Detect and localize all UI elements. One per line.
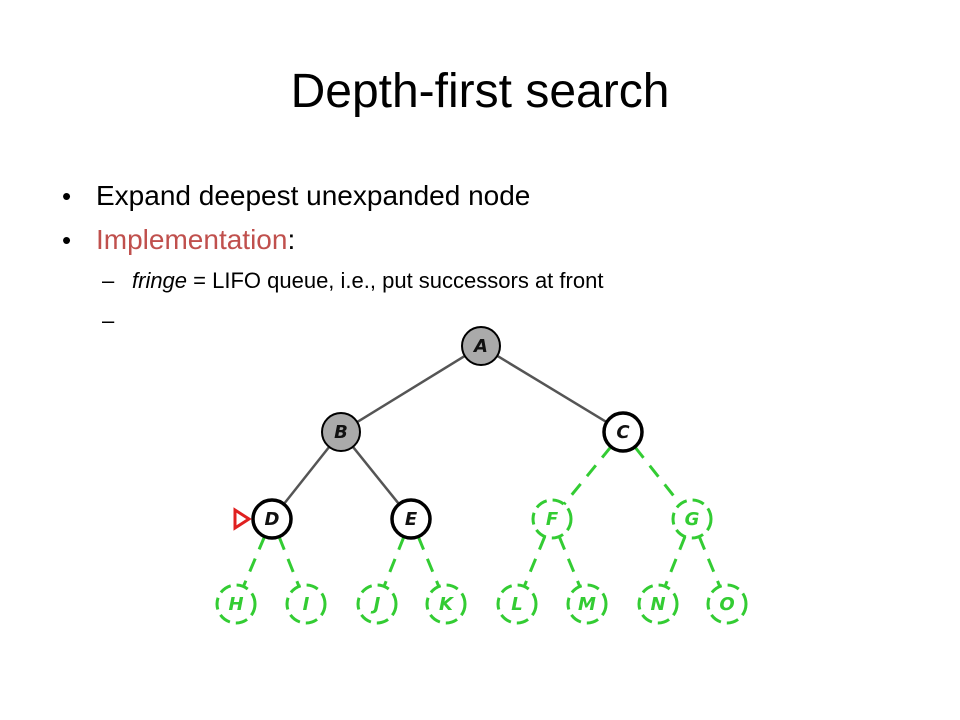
tree-edges bbox=[242, 354, 722, 588]
tree-nodes: A B C D E F G H I J K L M N O bbox=[215, 326, 748, 625]
tree-node-circle bbox=[566, 583, 608, 625]
tree-edge-d-i bbox=[277, 536, 301, 587]
bullet-text: Expand deepest unexpanded node bbox=[96, 180, 531, 211]
tree-node-circle bbox=[251, 498, 293, 540]
bullet-dot-icon: • bbox=[62, 181, 72, 211]
tree-node-label: N bbox=[650, 594, 665, 615]
tree-node-circle bbox=[637, 583, 679, 625]
tree-node-circle bbox=[285, 583, 327, 625]
tree-node-h: H bbox=[215, 583, 257, 625]
tree-node-label: E bbox=[405, 509, 418, 530]
tree-edge-e-k bbox=[416, 535, 441, 588]
tree-node-label: B bbox=[334, 422, 348, 443]
tree-node-f: F bbox=[531, 498, 573, 540]
current-node-marker-icon bbox=[233, 507, 252, 531]
tree-node-b: B bbox=[321, 412, 361, 452]
bullet-item: • Implementation: bbox=[62, 220, 922, 264]
tree-node-label: I bbox=[303, 594, 310, 615]
tree-node-circle bbox=[531, 498, 573, 540]
tree-node-label: C bbox=[616, 422, 630, 443]
tree-node-label: L bbox=[511, 594, 522, 615]
tree-edge-f-m bbox=[557, 535, 582, 588]
tree-node-circle bbox=[706, 583, 748, 625]
bullet-highlight-text: Implementation bbox=[96, 224, 288, 255]
tree-node-g: G bbox=[671, 498, 713, 540]
bullet-suffix-text: : bbox=[287, 224, 296, 255]
tree-node-o: O bbox=[706, 583, 748, 625]
bullet-list: • Expand deepest unexpanded node • Imple… bbox=[62, 176, 922, 344]
tree-edge-b-e bbox=[351, 446, 401, 505]
tree-edge-g-n bbox=[663, 536, 687, 587]
tree-node-label: M bbox=[578, 594, 596, 615]
sub-bullet-dash: – bbox=[102, 268, 115, 293]
tree-edge-d-h bbox=[242, 535, 266, 588]
tree-edge-c-g bbox=[633, 445, 682, 506]
tree-edge-c-f bbox=[562, 445, 613, 506]
tree-edge-a-b bbox=[356, 354, 466, 424]
tree-node-label: O bbox=[719, 594, 734, 615]
tree-node-k: K bbox=[425, 583, 467, 625]
slide-title: Depth-first search bbox=[290, 65, 670, 118]
tree-edge-e-j bbox=[382, 536, 406, 587]
tree-node-label: F bbox=[546, 509, 559, 530]
tree-node-circle bbox=[461, 326, 501, 366]
tree-node-circle bbox=[321, 412, 361, 452]
tree-node-circle bbox=[602, 411, 644, 453]
tree-node-l: L bbox=[496, 583, 538, 625]
tree-node-circle bbox=[425, 583, 467, 625]
sub-bullet-emphasis: fringe bbox=[132, 268, 188, 293]
tree-node-n: N bbox=[637, 583, 679, 625]
tree-node-label: K bbox=[439, 594, 455, 615]
sub-bullet-item: – bbox=[62, 304, 922, 344]
tree-edge-g-o bbox=[697, 535, 722, 588]
tree-node-j: J bbox=[356, 583, 398, 625]
tree-node-circle bbox=[496, 583, 538, 625]
tree-node-e: E bbox=[390, 498, 432, 540]
sub-bullet-dash: – bbox=[102, 308, 115, 333]
tree-node-label: D bbox=[265, 509, 280, 530]
tree-node-d: D bbox=[251, 498, 293, 540]
tree-node-m: M bbox=[566, 583, 608, 625]
tree-edge-f-l bbox=[522, 535, 547, 588]
bullet-dot-icon: • bbox=[62, 225, 72, 255]
tree-node-label: G bbox=[685, 509, 700, 530]
tree-node-label: H bbox=[228, 594, 243, 615]
sub-bullet-text: = LIFO queue, i.e., put successors at fr… bbox=[187, 268, 604, 293]
tree-edge-a-c bbox=[496, 354, 608, 424]
tree-node-circle bbox=[671, 498, 713, 540]
tree-node-circle bbox=[390, 498, 432, 540]
tree-node-c: C bbox=[602, 411, 644, 453]
tree-node-label: J bbox=[371, 594, 381, 615]
tree-node-label: A bbox=[472, 336, 488, 357]
sub-bullet-item: – fringe = LIFO queue, i.e., put success… bbox=[62, 264, 922, 304]
tree-node-a: A bbox=[461, 326, 501, 366]
tree-node-circle bbox=[215, 583, 257, 625]
tree-edge-b-d bbox=[282, 446, 331, 505]
bullet-item: • Expand deepest unexpanded node bbox=[62, 176, 922, 220]
tree-node-i: I bbox=[285, 583, 327, 625]
tree-node-circle bbox=[356, 583, 398, 625]
